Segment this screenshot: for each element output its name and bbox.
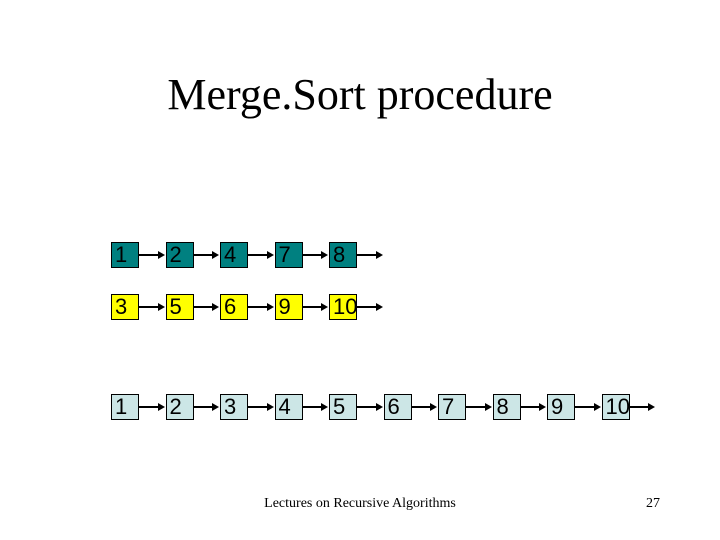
next-pointer-arrow bbox=[193, 403, 219, 411]
list-a-node: 4 bbox=[220, 242, 248, 268]
list-b-node: 9 bbox=[274, 294, 303, 320]
next-pointer-arrow bbox=[193, 303, 219, 311]
footer-text: Lectures on Recursive Algorithms bbox=[264, 496, 456, 511]
list-a-node: 7 bbox=[274, 242, 303, 268]
list-b-node: 3 bbox=[111, 294, 139, 320]
merged-list-node: 7 bbox=[438, 394, 466, 420]
next-pointer-arrow bbox=[193, 251, 219, 259]
merged-list-node: 10 bbox=[601, 394, 630, 420]
next-pointer-arrow bbox=[139, 251, 164, 259]
next-pointer-arrow bbox=[248, 303, 273, 311]
next-pointer-arrow bbox=[302, 303, 328, 311]
next-pointer-arrow bbox=[629, 403, 655, 411]
list-a-node: 8 bbox=[329, 242, 357, 268]
next-pointer-arrow bbox=[139, 403, 164, 411]
next-pointer-arrow bbox=[302, 251, 328, 259]
list-a-node: 2 bbox=[165, 242, 194, 268]
merged-list-node: 1 bbox=[111, 394, 139, 420]
list-a-node: 1 bbox=[111, 242, 139, 268]
merged-list-node: 5 bbox=[329, 394, 357, 420]
next-pointer-arrow bbox=[139, 303, 164, 311]
list-b-node: 6 bbox=[220, 294, 248, 320]
merged-list-node: 6 bbox=[383, 394, 412, 420]
merged-list-node: 8 bbox=[492, 394, 521, 420]
next-pointer-arrow bbox=[357, 303, 382, 311]
page-number: 27 bbox=[646, 496, 660, 511]
next-pointer-arrow bbox=[466, 403, 491, 411]
next-pointer-arrow bbox=[357, 403, 382, 411]
next-pointer-arrow bbox=[575, 403, 600, 411]
next-pointer-arrow bbox=[411, 403, 437, 411]
next-pointer-arrow bbox=[520, 403, 546, 411]
next-pointer-arrow bbox=[302, 403, 328, 411]
merged-list-node: 9 bbox=[547, 394, 575, 420]
merged-list-node: 4 bbox=[274, 394, 303, 420]
merged-list-node: 2 bbox=[165, 394, 194, 420]
next-pointer-arrow bbox=[248, 251, 273, 259]
next-pointer-arrow bbox=[248, 403, 273, 411]
slide-title: Merge.Sort procedure bbox=[167, 70, 553, 119]
list-b-node: 10 bbox=[329, 294, 357, 320]
merged-list-node: 3 bbox=[220, 394, 248, 420]
list-b-node: 5 bbox=[165, 294, 194, 320]
next-pointer-arrow bbox=[357, 251, 382, 259]
